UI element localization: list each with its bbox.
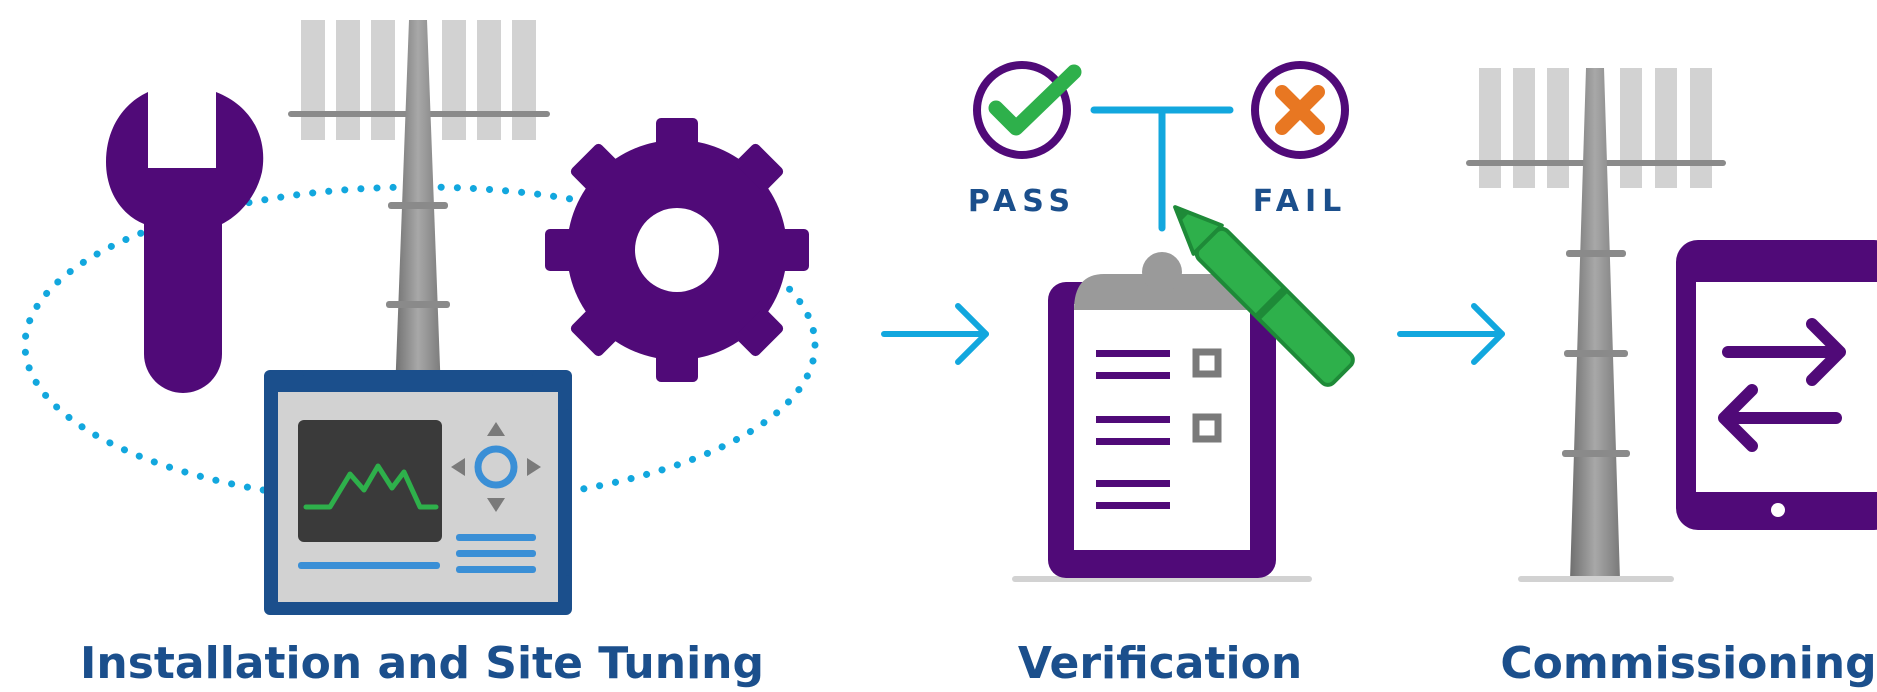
stage-label-commissioning: Commissioning <box>1500 638 1877 689</box>
verification-illustration: PASS FAIL <box>968 61 1355 582</box>
x-icon <box>1275 85 1325 135</box>
pass-fail-connector <box>1090 106 1234 232</box>
pass-badge: PASS <box>968 61 1082 219</box>
clipboard-icon <box>1012 252 1312 582</box>
sync-arrows-icon <box>1718 318 1846 452</box>
installation-illustration <box>21 20 819 615</box>
gear-icon <box>545 118 809 382</box>
check-icon <box>988 64 1082 136</box>
cell-tower-icon <box>288 20 550 420</box>
arrow-right-icon <box>1397 303 1505 365</box>
fail-badge: FAIL <box>1251 61 1349 219</box>
stage-label-installation: Installation and Site Tuning <box>80 638 764 689</box>
arrow-right-icon <box>881 303 989 365</box>
wrench-icon <box>106 92 264 393</box>
pen-icon <box>1173 205 1355 387</box>
signal-trace <box>303 463 439 510</box>
cell-tower-icon <box>1466 68 1726 582</box>
pass-label: PASS <box>968 184 1076 219</box>
tablet-icon <box>1676 240 1877 530</box>
test-instrument-icon <box>264 370 572 615</box>
stage-label-verification: Verification <box>1017 638 1303 689</box>
dpad-control <box>451 422 541 512</box>
fail-label: FAIL <box>1253 184 1348 219</box>
commissioning-illustration <box>1466 68 1877 582</box>
